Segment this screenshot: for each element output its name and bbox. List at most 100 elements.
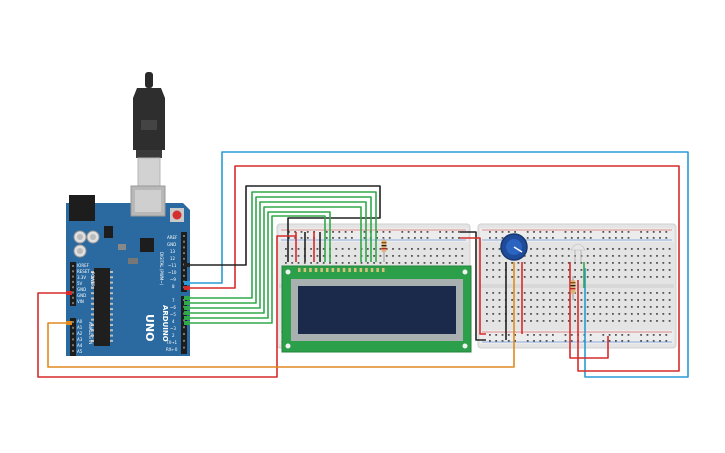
hole: [183, 257, 185, 260]
hole: [498, 262, 501, 264]
hole: [511, 320, 513, 322]
hole: [310, 262, 312, 264]
hole: [618, 306, 621, 308]
hole: [492, 306, 495, 308]
hole: [523, 306, 526, 308]
hole: [549, 306, 551, 308]
hole: [618, 313, 621, 315]
hole: [567, 292, 570, 294]
hole: [414, 237, 416, 239]
hole: [461, 255, 464, 257]
hole: [335, 255, 338, 257]
hole: [643, 255, 646, 257]
hole: [495, 237, 498, 239]
hole: [316, 255, 319, 257]
hole: [414, 231, 416, 233]
hole: [536, 276, 539, 278]
hole: [630, 306, 633, 308]
hole: [373, 248, 375, 250]
hole: [656, 248, 658, 250]
hole: [530, 299, 532, 301]
hole: [580, 320, 583, 322]
hole: [659, 231, 661, 233]
hole: [291, 262, 294, 264]
hole: [442, 255, 445, 257]
hole: [511, 313, 513, 315]
hole: [385, 262, 388, 264]
hole: [183, 333, 185, 335]
hole: [354, 255, 357, 257]
hole: [530, 269, 532, 271]
hole: [555, 292, 558, 294]
hole: [586, 262, 589, 264]
hole: [492, 320, 495, 322]
hole: [439, 237, 441, 239]
hole: [593, 248, 595, 250]
pin-label: 12: [170, 256, 176, 261]
hole: [586, 320, 589, 322]
hole: [303, 268, 307, 272]
resistor-icon: [381, 238, 387, 262]
hole: [388, 231, 391, 233]
hole: [344, 231, 347, 233]
hole: [656, 269, 658, 271]
hole: [517, 262, 520, 264]
hole: [426, 237, 429, 239]
wire-red-jump: [460, 237, 486, 335]
pin-label: RESET: [77, 269, 90, 274]
hole: [567, 320, 570, 322]
hole: [448, 255, 451, 257]
hole: [561, 262, 564, 264]
hole: [338, 237, 341, 239]
hole: [643, 269, 646, 271]
hole: [627, 340, 630, 342]
hole: [615, 340, 617, 342]
hole: [407, 231, 410, 233]
hole: [662, 269, 665, 271]
hole: [348, 248, 350, 250]
reset-button[interactable]: [172, 210, 182, 220]
hole: [593, 299, 595, 301]
hole: [652, 231, 655, 233]
hole: [110, 292, 113, 295]
hole: [599, 276, 602, 278]
hole: [586, 276, 589, 278]
pin-label: TX→1: [165, 340, 178, 345]
hole: [455, 248, 457, 250]
hole: [291, 248, 294, 250]
hole: [599, 313, 602, 315]
hole: [570, 231, 573, 233]
hole: [91, 281, 94, 284]
hole: [517, 276, 520, 278]
hole: [379, 262, 382, 264]
usb-plug-icon: [133, 72, 165, 187]
hole: [539, 334, 542, 336]
hole: [564, 237, 567, 239]
hole: [298, 268, 301, 272]
hole: [605, 306, 608, 308]
hole: [555, 299, 558, 301]
hole: [665, 231, 668, 233]
hole: [429, 248, 432, 250]
hole: [668, 313, 671, 315]
hole: [652, 237, 655, 239]
hole: [656, 320, 658, 322]
hole: [662, 306, 665, 308]
power-pin-labels: IOREF RESET 3.3V 5V GND GND VIN POWER: [77, 263, 95, 304]
hole: [492, 292, 495, 294]
pin-label: AREF: [167, 235, 178, 240]
hole: [599, 262, 602, 264]
hole: [627, 334, 630, 336]
hole: [313, 231, 315, 233]
hole: [306, 231, 309, 233]
hole: [643, 248, 646, 250]
hole: [536, 262, 539, 264]
hole: [285, 255, 287, 257]
hole: [526, 340, 529, 342]
hole: [549, 299, 551, 301]
hole: [542, 248, 545, 250]
hole: [322, 262, 325, 264]
hole: [662, 320, 665, 322]
pin-label: ~10: [168, 270, 177, 275]
potentiometer-icon[interactable]: [500, 233, 528, 261]
